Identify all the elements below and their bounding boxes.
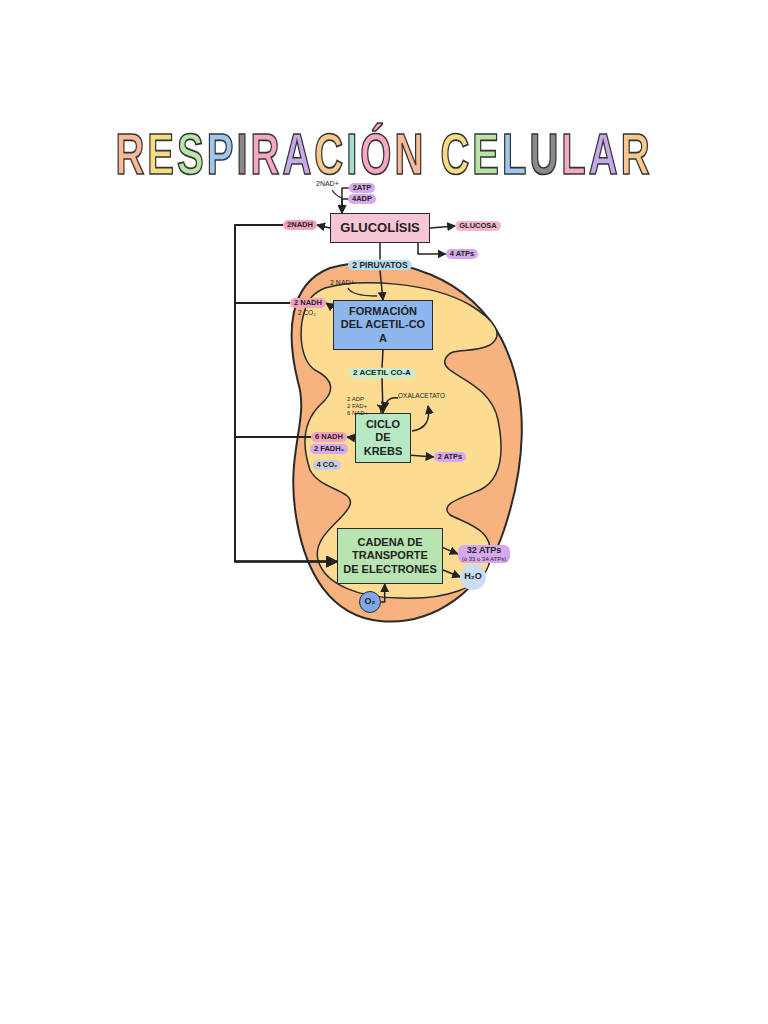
note-label: OXALACETATO <box>398 393 445 400</box>
node-text: 2 PIRUVATOS <box>352 261 407 270</box>
oxygen-circle: O₂ <box>359 591 381 613</box>
note-label: 2 FAD+ <box>347 403 367 409</box>
connector <box>235 225 337 562</box>
connector <box>382 378 383 413</box>
connector <box>382 350 383 368</box>
oxalacetate-loop <box>412 406 429 431</box>
atp-pill: 4 ATPs <box>446 249 479 259</box>
node-text: 2ATP <box>353 184 372 192</box>
nadh-pill: 6 NADH <box>311 432 347 442</box>
note-label: 2 CO₂ <box>298 310 316 317</box>
process-box: CADENA DE TRANSPORTE DE ELECTRONES <box>337 528 443 584</box>
connector <box>342 199 348 213</box>
nadh-pill: 2NADH <box>283 220 317 230</box>
note-label: 2 NAD+ <box>330 279 355 286</box>
process-box: GLUCOLÍSIS <box>330 213 430 243</box>
node-text: O₂ <box>365 597 376 606</box>
node-text: 2 FADH₂ <box>314 445 344 453</box>
water-circle: H₂O <box>460 564 486 590</box>
node-text: FORMACIÓN DEL ACETIL-CO A <box>339 305 427 345</box>
pyruvate-pill: 2 PIRUVATOS <box>348 260 411 271</box>
nadh-pill: 2 NADH <box>290 298 326 308</box>
node-text: 2 NADH <box>294 299 322 307</box>
glucose-pill: GLUCOSA <box>455 221 501 231</box>
node-text: 2NADH <box>287 221 313 229</box>
connector <box>411 455 434 457</box>
note-label: 2NAD+ <box>316 180 339 187</box>
process-box: CICLO DE KREBS <box>355 413 411 463</box>
node-text: 32 ATPs <box>467 546 502 555</box>
connector <box>430 226 455 228</box>
inner-membrane <box>301 283 501 598</box>
connector <box>443 548 458 554</box>
outer-membrane <box>292 263 522 622</box>
node-text: 4ADP <box>352 195 372 203</box>
oxalacetate-return <box>384 398 398 410</box>
node-text: CADENA DE TRANSPORTE DE ELECTRONES <box>343 536 437 576</box>
atp-pill: 32 ATPs(ó 33 o 34 ATPs) <box>458 545 511 563</box>
nad-bracket <box>332 190 342 198</box>
node-text: H₂O <box>464 572 482 581</box>
node-note: (ó 33 o 34 ATPs) <box>462 556 507 562</box>
connector <box>317 225 330 228</box>
connector <box>326 303 333 308</box>
atp-pill: 2ATP <box>349 183 376 193</box>
node-text: 2 ATPs <box>438 453 463 461</box>
connector <box>418 243 446 254</box>
node-text: GLUCOLÍSIS <box>340 220 419 236</box>
node-text: CICLO DE KREBS <box>361 418 405 458</box>
connector <box>443 570 460 577</box>
connector <box>379 243 381 260</box>
connector <box>235 437 337 562</box>
adp-pill: 4ADP <box>348 194 376 204</box>
node-text: 2 ACETIL CO-A <box>353 369 411 377</box>
connector <box>381 584 385 602</box>
note-label: 6 NAD+ <box>347 410 368 416</box>
note-label: 2 ADP <box>347 396 364 402</box>
acetyl-pill: 2 ACETIL CO-A <box>349 368 415 378</box>
title-band: RESPIRACIÓN CELULAR <box>0 122 768 167</box>
process-box: FORMACIÓN DEL ACETIL-CO A <box>333 300 433 350</box>
connector <box>380 271 383 301</box>
title: RESPIRACIÓN CELULAR <box>115 122 652 187</box>
node-text: GLUCOSA <box>459 222 497 230</box>
node-text: 4 ATPs <box>450 250 475 258</box>
fadh-pill: 2 FADH₂ <box>310 444 348 454</box>
node-text: 4 CO₂ <box>317 461 338 469</box>
nad-curve <box>348 288 377 296</box>
atp-pill: 2 ATPs <box>434 452 467 462</box>
connector <box>347 437 355 438</box>
co2-pill: 4 CO₂ <box>313 460 342 470</box>
node-text: 6 NADH <box>315 433 343 441</box>
